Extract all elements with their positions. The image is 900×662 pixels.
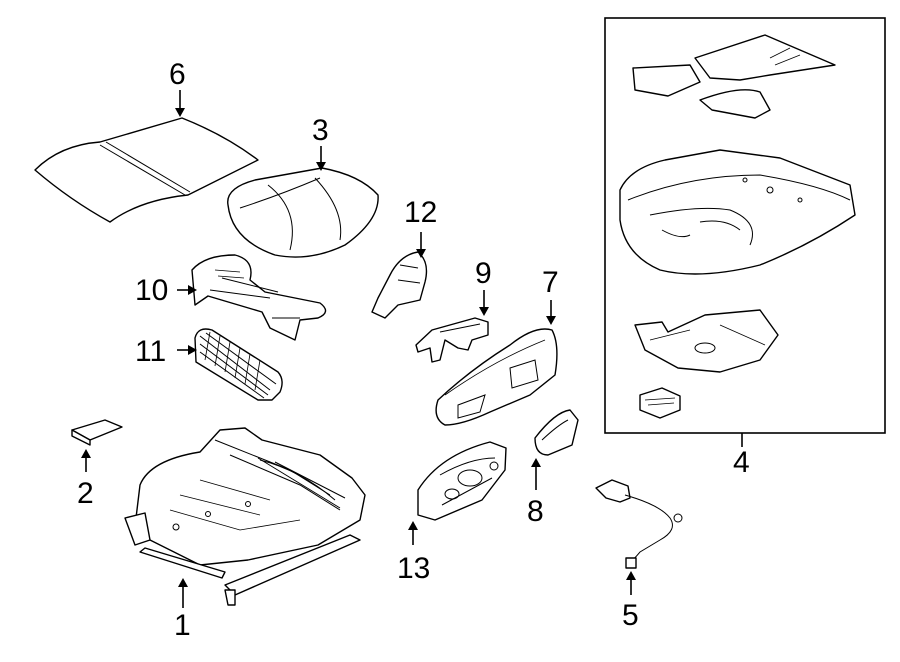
part-5-wiring-harness (595, 479, 683, 569)
callout-13: 13 (397, 552, 430, 585)
callout-3: 3 (312, 114, 329, 147)
part-12-side-bracket (371, 251, 428, 319)
callout-9: 9 (475, 257, 492, 290)
callout-4: 4 (733, 446, 750, 479)
part-9-bracket (415, 317, 489, 363)
part-7-side-shield (435, 328, 558, 426)
part-1-seat-frame (124, 427, 366, 606)
callout-6: 6 (169, 58, 186, 91)
part-3-cushion-cover (227, 167, 379, 258)
part-11-spring-pack (194, 328, 283, 401)
callout-5: 5 (622, 599, 639, 632)
part-13-switch-module (417, 441, 507, 521)
part-8-trim-cover (534, 409, 579, 456)
callout-8: 8 (527, 495, 544, 528)
callout-1: 1 (174, 609, 191, 642)
leader-arrows (81, 90, 743, 608)
callout-7: 7 (542, 266, 559, 299)
part-6-seat-cover (34, 117, 259, 223)
callout-10: 10 (135, 274, 168, 307)
callout-labels: 6 3 10 11 12 9 7 2 8 13 1 5 4 (77, 58, 750, 642)
callout-11: 11 (135, 335, 166, 368)
part-2-clip (71, 419, 123, 446)
part-4-cushion-assembly (604, 17, 886, 434)
callout-2: 2 (77, 477, 94, 510)
callout-12: 12 (404, 196, 437, 229)
part-10-bracket (191, 254, 327, 341)
part-4-group-box (604, 17, 886, 434)
